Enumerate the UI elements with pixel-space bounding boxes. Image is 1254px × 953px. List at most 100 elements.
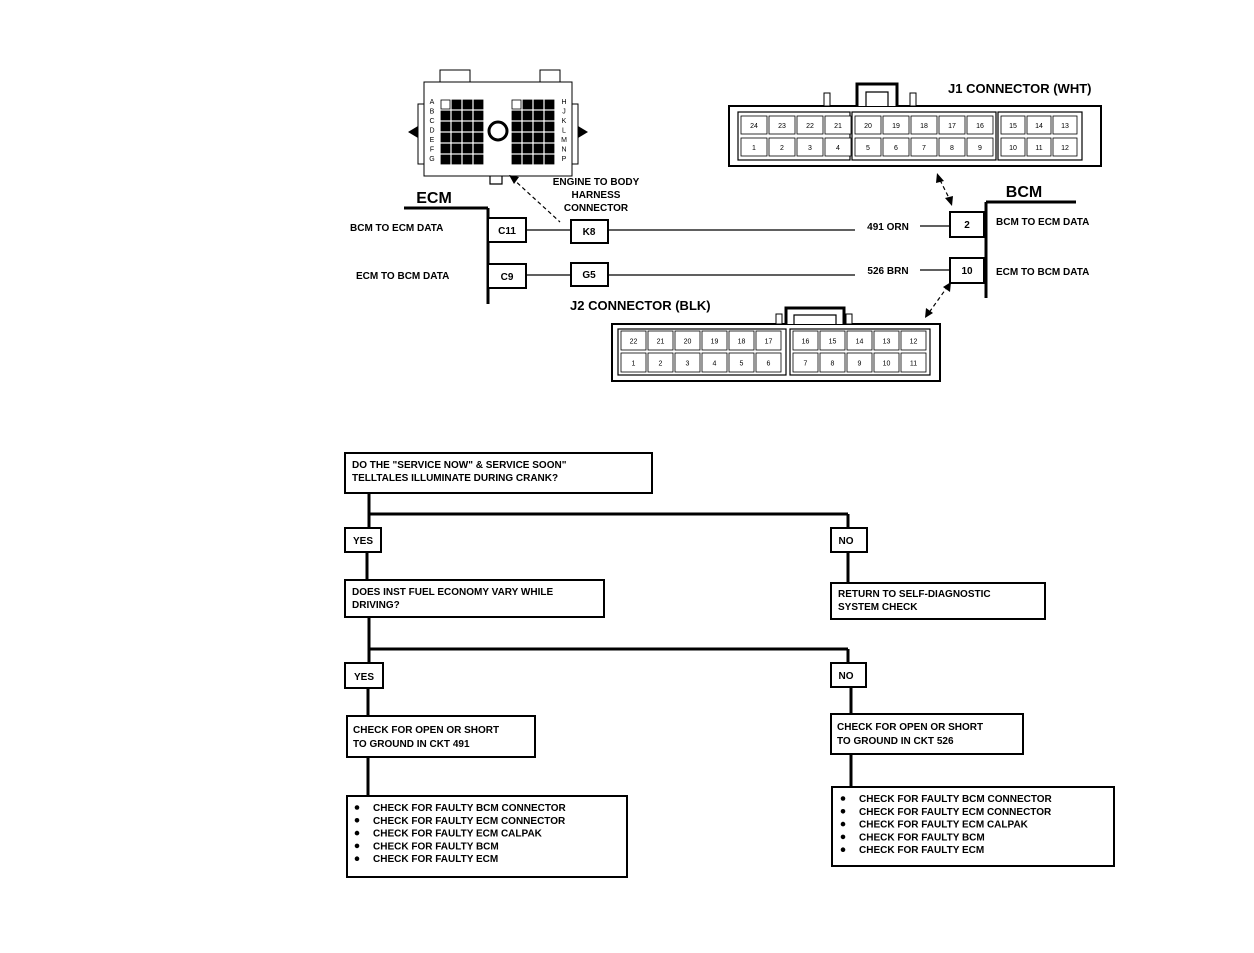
j1-pin-number: 24: [750, 123, 758, 130]
j1-pin-cell: [882, 115, 910, 135]
ecm-row-letter: G: [429, 156, 434, 163]
ecm-pin: [440, 154, 451, 165]
j2-pin-cell: [755, 352, 782, 373]
ecm-pin: [544, 121, 555, 132]
arrow-head-icon: [509, 175, 519, 184]
j1-pin-cell: [740, 137, 768, 157]
j2-pin-number: 11: [910, 361, 917, 368]
ecm-pin: [440, 132, 451, 143]
right-check-box: [830, 713, 1024, 755]
q2-box: [344, 579, 605, 618]
j1-pin-cell: [1052, 137, 1078, 157]
j1-pin-cell: [768, 115, 796, 135]
j1-pin-number: 18: [920, 123, 928, 130]
ecm-pin: [533, 143, 544, 154]
ecm-pin: [544, 99, 555, 110]
j2-pin-number: 4: [713, 361, 717, 368]
no1-result-1: RETURN TO SELF-DIAGNOSTIC: [838, 589, 991, 600]
j2-pin-number: 17: [765, 339, 773, 346]
j2-pin-cell: [620, 352, 647, 373]
bullet-icon: [354, 805, 360, 810]
j1-pin-cell: [966, 115, 994, 135]
check-list-item: CHECK FOR FAULTY BCM: [373, 841, 499, 852]
j1-pin-cell: [910, 115, 938, 135]
no1-result-box: [830, 582, 1046, 620]
j2-pin-number: 2: [659, 361, 663, 368]
j1-pin-cell: [1000, 115, 1026, 135]
j1-pin-cell: [1000, 137, 1026, 157]
j2-pin-number: 10: [883, 361, 891, 368]
bcm-pin-10: [949, 257, 985, 284]
bullet-icon: [354, 830, 360, 836]
j2-pin-cell: [900, 330, 927, 351]
ecm-pin: [511, 132, 522, 143]
left-list-box: [346, 795, 628, 878]
ecm-pin: [533, 110, 544, 121]
j1-pin-number: 23: [778, 123, 786, 130]
ecm-pin: [462, 132, 473, 143]
j1-pin-cell: [796, 137, 824, 157]
j1-pin-number: 9: [978, 145, 982, 152]
j1-pin-cell: [854, 115, 882, 135]
ecm-pin: [533, 132, 544, 143]
ecm-pin: [440, 121, 451, 132]
ecm-pin: [451, 121, 462, 132]
j2-title: J2 CONNECTOR (BLK): [570, 298, 711, 313]
j2-pin-number: 20: [684, 339, 692, 346]
no1-label: NO: [839, 536, 854, 547]
bcm-ecm-to-bcm-label: ECM TO BCM DATA: [996, 267, 1089, 278]
ecm-pin: [440, 143, 451, 154]
q1-text-2: TELLTALES ILLUMINATE DURING CRANK?: [352, 473, 558, 484]
j1-pin-number: 20: [864, 123, 872, 130]
check-list-item: CHECK FOR FAULTY BCM CONNECTOR: [373, 803, 567, 814]
j2-pin-cell: [900, 352, 927, 373]
j2-pin-number: 21: [657, 339, 665, 346]
left-check-2: TO GROUND IN CKT 491: [353, 739, 470, 750]
j2-pin-number: 3: [686, 361, 690, 368]
ecm-row-letter: J: [562, 109, 566, 116]
q2-text-2: DRIVING?: [352, 600, 400, 611]
j2-pin-number: 19: [711, 339, 719, 346]
j2-pin-cell: [819, 352, 846, 373]
j2-pin-number: 6: [767, 361, 771, 368]
j1-pin-number: 15: [1009, 123, 1017, 130]
j1-pin-number: 19: [892, 123, 900, 130]
ecm-pin: [473, 143, 484, 154]
ecm-row-letter: P: [562, 156, 567, 163]
j1-pin-number: 17: [948, 123, 956, 130]
j2-pin-cell: [701, 330, 728, 351]
j2-pin-number: 5: [740, 361, 744, 368]
j2-pin-cell: [755, 330, 782, 351]
no2-label: NO: [839, 671, 854, 682]
ecm-row-letter: E: [430, 137, 435, 144]
harness-pin-k8: [570, 219, 609, 244]
ecm-pin: [533, 121, 544, 132]
j2-pin-number: 8: [831, 361, 835, 368]
harness-pin-g5-label: G5: [582, 270, 596, 281]
j1-pin-cell: [1026, 115, 1052, 135]
j1-pin-number: 22: [806, 123, 814, 130]
ecm-label: ECM: [416, 190, 452, 207]
check-list-item: CHECK FOR FAULTY ECM CONNECTOR: [859, 807, 1052, 818]
arrow-head-icon: [945, 196, 953, 206]
ecm-pin: [522, 132, 533, 143]
ecm-row-letter: K: [562, 118, 567, 125]
j2-pin-cell: [846, 330, 873, 351]
bullet-icon: [354, 818, 360, 823]
check-list-item: CHECK FOR FAULTY ECM: [859, 845, 984, 856]
j2-pin-number: 15: [829, 339, 837, 346]
j2-pin-number: 16: [802, 339, 810, 346]
j1-pin-number: 12: [1061, 145, 1069, 152]
right-check-2: TO GROUND IN CKT 526: [837, 736, 954, 747]
yes2-box: [344, 662, 384, 689]
j2-pointer: [927, 285, 949, 315]
ecm-pin: [544, 132, 555, 143]
j2-pin-number: 12: [910, 339, 918, 346]
no2-box: [830, 662, 867, 688]
ecm-row-letter: A: [430, 99, 435, 106]
j2-pin-cell: [674, 330, 701, 351]
j2-pin-number: 14: [856, 339, 864, 346]
ecm-pin: [451, 154, 462, 165]
arrow-head-icon: [936, 173, 944, 183]
